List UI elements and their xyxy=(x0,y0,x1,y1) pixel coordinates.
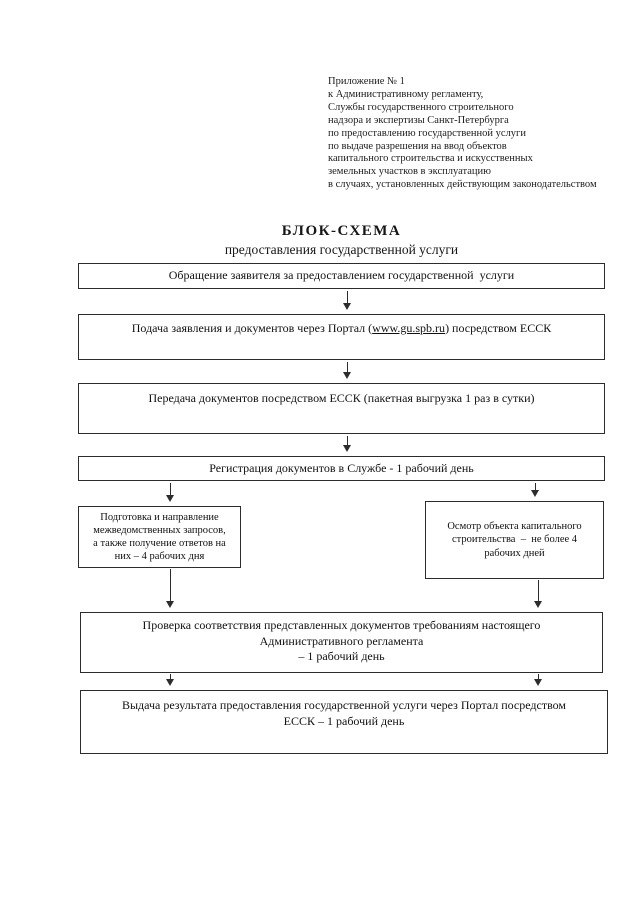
flow-step-registration: Регистрация документов в Службе - 1 рабо… xyxy=(78,456,605,481)
annotation-line: Службы государственного строительного xyxy=(328,101,514,113)
flow-step-label: Передача документов посредством ЕССК (па… xyxy=(148,391,535,405)
flow-step-label: Проверка соответствия представленных док… xyxy=(142,618,541,663)
annotation-line: земельных участков в эксплуатацию xyxy=(328,166,491,178)
flow-step-label-prefix: Подача заявления и документов через Порт… xyxy=(131,321,373,335)
flow-arrow-down xyxy=(343,362,352,379)
portal-url-link: www.gu.spb.ru xyxy=(372,321,446,335)
flow-arrow-down-left xyxy=(166,674,175,686)
flow-arrow-down-right xyxy=(534,580,543,608)
page-title: БЛОК-СХЕМА xyxy=(281,223,402,239)
flow-step-label: Осмотр объекта капитального строительств… xyxy=(447,520,582,559)
flow-step-application: Обращение заявителя за предоставлением г… xyxy=(78,263,605,289)
flow-arrow-down-right xyxy=(534,674,543,686)
annotation-line: надзора и экспертизы Санкт-Петербурга xyxy=(328,114,509,126)
flow-step-transfer: Передача документов посредством ЕССК (па… xyxy=(78,383,605,434)
flow-step-label: Подача заявления и документов через Порт… xyxy=(79,321,604,337)
flow-step-label-suffix: ) посредством ЕССК xyxy=(445,321,552,335)
annotation-line: капитального строительства и искусственн… xyxy=(328,153,533,165)
annotation-line: в случаях, установленных действующим зак… xyxy=(328,179,597,191)
flow-step-label: Обращение заявителя за предоставлением г… xyxy=(168,268,515,282)
annotation-line: Приложение № 1 xyxy=(328,76,405,87)
flow-step-site-inspection: Осмотр объекта капитального строительств… xyxy=(425,501,604,579)
flow-arrow-down xyxy=(343,291,352,310)
flow-step-result-issuance: Выдача результата предоставления государ… xyxy=(80,690,608,754)
flow-step-label: Выдача результата предоставления государ… xyxy=(121,698,567,728)
flow-step-label: Подготовка и направление межведомственны… xyxy=(93,512,226,562)
annotation-line: по выдаче разрешения на ввод объектов xyxy=(328,140,507,152)
title-block: БЛОК-СХЕМА предоставления государственно… xyxy=(78,223,605,258)
flow-arrow-down-left xyxy=(166,483,175,502)
appendix-annotation: Приложение № 1 к Административному регла… xyxy=(328,76,623,192)
annotation-line: по предоставлению государственной услуги xyxy=(328,127,526,139)
page-subtitle: предоставления государственной услуги xyxy=(224,242,459,257)
annotation-line: к Административному регламенту, xyxy=(328,88,484,100)
flow-step-submission: Подача заявления и документов через Порт… xyxy=(78,314,605,360)
flow-step-label: Регистрация документов в Службе - 1 рабо… xyxy=(209,461,474,475)
flow-arrow-down-right xyxy=(531,483,540,497)
flow-step-document-check: Проверка соответствия представленных док… xyxy=(80,612,603,673)
flow-step-interagency-requests: Подготовка и направление межведомственны… xyxy=(78,506,241,568)
flow-arrow-down-left xyxy=(166,569,175,608)
flow-arrow-down xyxy=(343,436,352,452)
